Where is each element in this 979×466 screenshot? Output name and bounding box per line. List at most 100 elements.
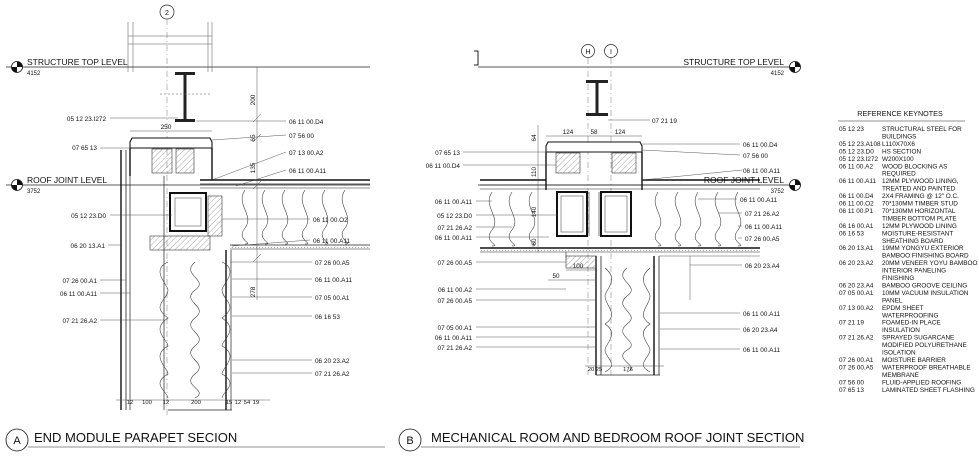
keynote-callout: 06 11 00.A11 <box>743 311 781 318</box>
dimension-label: 12 <box>163 400 169 406</box>
grid-bubble-label: I <box>610 49 612 56</box>
callout-leaders-right <box>196 120 312 374</box>
keynote-description: MEMBRANE <box>882 372 919 379</box>
level-marker-icon <box>11 61 23 73</box>
keynote-code: 06 11 00.P1 <box>839 208 873 215</box>
grid-bubble <box>581 44 595 58</box>
dimension-label: 19 <box>253 400 259 406</box>
level-value: 4152 <box>771 71 785 77</box>
keynote-callout: 07 56 00 <box>743 153 768 160</box>
dimension-label: 50 <box>552 273 560 280</box>
keynote-code: 07 26 00.A1 <box>839 357 874 364</box>
keynote-description: STRUCTURAL STEEL FOR <box>882 126 962 133</box>
dimension-label: 100 <box>573 263 584 270</box>
keynote-callout: 05 12 23.D0 <box>71 213 106 220</box>
keynote-code: 06 20 23.A2 <box>839 260 874 267</box>
keynote-description: ISOLATION <box>882 350 916 357</box>
keynote-callout: 07 05 00.A1 <box>438 325 473 332</box>
keynote-callout: 06 16 53 <box>315 314 340 321</box>
keynote-code: 07 56 00 <box>839 379 864 386</box>
keynote-description: HS SECTION <box>882 148 921 155</box>
keynote-callout: 07 21 26.A2 <box>745 211 780 218</box>
level-value: 4152 <box>27 71 41 77</box>
keynote-description: 12MM PLYWOOD LINING, <box>882 178 959 185</box>
keynote-callout: 07 26 00.A1 <box>63 278 98 285</box>
keynote-callout: 06 20 13.A1 <box>71 243 106 250</box>
keynote-description: 12MM PLYWOOD LINING <box>882 223 957 230</box>
keynote-callout: 06 11 00.D4 <box>743 142 778 149</box>
keynote-description: LAMINATED SHEET FLASHING <box>882 387 975 394</box>
keynote-description: INTERIOR PANELING <box>882 268 946 275</box>
parapet-cap <box>129 137 213 180</box>
section-marker <box>398 428 422 452</box>
keynote-callout: 07 26 00.A5 <box>745 236 780 243</box>
dimension-label: 200 <box>250 94 257 105</box>
keynote-callout: 07 21 26.A2 <box>438 345 473 352</box>
roof-deck <box>480 179 760 253</box>
keynote-description: L110X70X6 <box>882 141 915 148</box>
keynote-callout: 06 11 00.A11 <box>743 168 781 175</box>
keynote-callout: 07 26 00.A5 <box>315 260 350 267</box>
corner-mark <box>474 50 479 66</box>
keynote-code: 06 16 53 <box>839 230 864 237</box>
level-marker-icon <box>11 179 23 191</box>
keynote-callout: 07 21 19 <box>652 118 677 125</box>
keynote-code: 06 20 13.A1 <box>839 245 874 252</box>
roof-deck <box>200 179 370 250</box>
dimension-label: 64 <box>531 134 538 142</box>
keynote-code: 06 11 00.A11 <box>839 178 877 185</box>
dimension-label: 25 <box>596 367 602 373</box>
steel-i-beam <box>586 80 608 116</box>
upper-module-frame <box>127 22 213 72</box>
section-b: H I STRUCTURE TOP LEVEL 4152 ROOF JOINT … <box>398 44 804 452</box>
grid-bubble-label: 2 <box>165 10 169 17</box>
callout-leaders-left <box>100 117 178 321</box>
keynote-callout: 06 11 00.A11 <box>313 238 351 245</box>
wall-insulation <box>159 261 231 399</box>
dimension-label: 12 <box>235 400 241 406</box>
steel-hss-section <box>169 192 223 237</box>
level-value: 3752 <box>27 189 41 195</box>
keynote-description: SPRAYED SUGARCANE <box>882 335 954 342</box>
keynote-code: 05 12 23.I272 <box>839 156 879 163</box>
keynote-description: 19MM YONGYU EXTERIOR <box>882 245 964 252</box>
keynote-description: MOISTURE BARRIER <box>882 357 946 364</box>
keynote-code: 07 21 19 <box>839 320 864 327</box>
callout-leaders-left <box>463 151 596 348</box>
keynote-callout: 06 11 00.A11 <box>743 347 781 354</box>
dimension-label: 15 <box>226 400 232 406</box>
keynote-code: 06 11 00.A2 <box>839 163 873 170</box>
keynote-description: MOISTURE-RESISTANT <box>882 230 953 237</box>
dimension-label: 250 <box>161 124 172 131</box>
keynote-callout: 06 11 00.D4 <box>289 119 324 126</box>
keynote-callout: 07 21 26.A2 <box>63 318 98 325</box>
level-marker-icon <box>789 61 801 73</box>
keynote-callout: 06 11 00.A11 <box>435 235 473 242</box>
keynote-callout: 06 11 00.A11 <box>289 168 327 175</box>
callout-leaders-right <box>608 119 742 350</box>
keynote-description: FLUID-APPLIED ROOFING <box>882 379 961 386</box>
dimension-label: 124 <box>615 129 626 136</box>
roof-insulation <box>488 191 742 247</box>
keynote-code: 05 12 23.D0 <box>839 148 874 155</box>
keynote-callout: 06 11 00.A11 <box>60 291 98 298</box>
keynote-callout: 05 12 23.I272 <box>67 116 107 123</box>
dimension-label: 200 <box>191 400 201 406</box>
keynote-description: WATERPROOF BREATHABLE <box>882 364 971 371</box>
keynote-callout: 06 20 23.A2 <box>315 358 350 365</box>
keynote-description: WATERPROOFING <box>882 312 938 319</box>
grid-bubble-label: H <box>585 49 590 56</box>
keynote-callout: 07 65 13 <box>435 150 460 157</box>
keynote-code: 05 12 23.A108 <box>839 141 881 148</box>
keynote-code: 06 20 23.A4 <box>839 282 874 289</box>
level-marker-icon <box>789 179 801 191</box>
roof-insulation <box>241 189 349 245</box>
keynote-code: 06 16 00.A1 <box>839 223 874 230</box>
keynote-callout: 05 12 23.D0 <box>437 213 472 220</box>
keynote-callout: 06 11 00.A11 <box>435 335 473 342</box>
keynote-description: BUILDINGS <box>882 133 916 140</box>
keynote-callout: 06 20 23.A4 <box>743 327 778 334</box>
keynote-code: 05 12 23 <box>839 126 864 133</box>
keynote-callout: 07 26 00.A5 <box>438 298 473 305</box>
dimension-label: 60 <box>531 238 538 246</box>
